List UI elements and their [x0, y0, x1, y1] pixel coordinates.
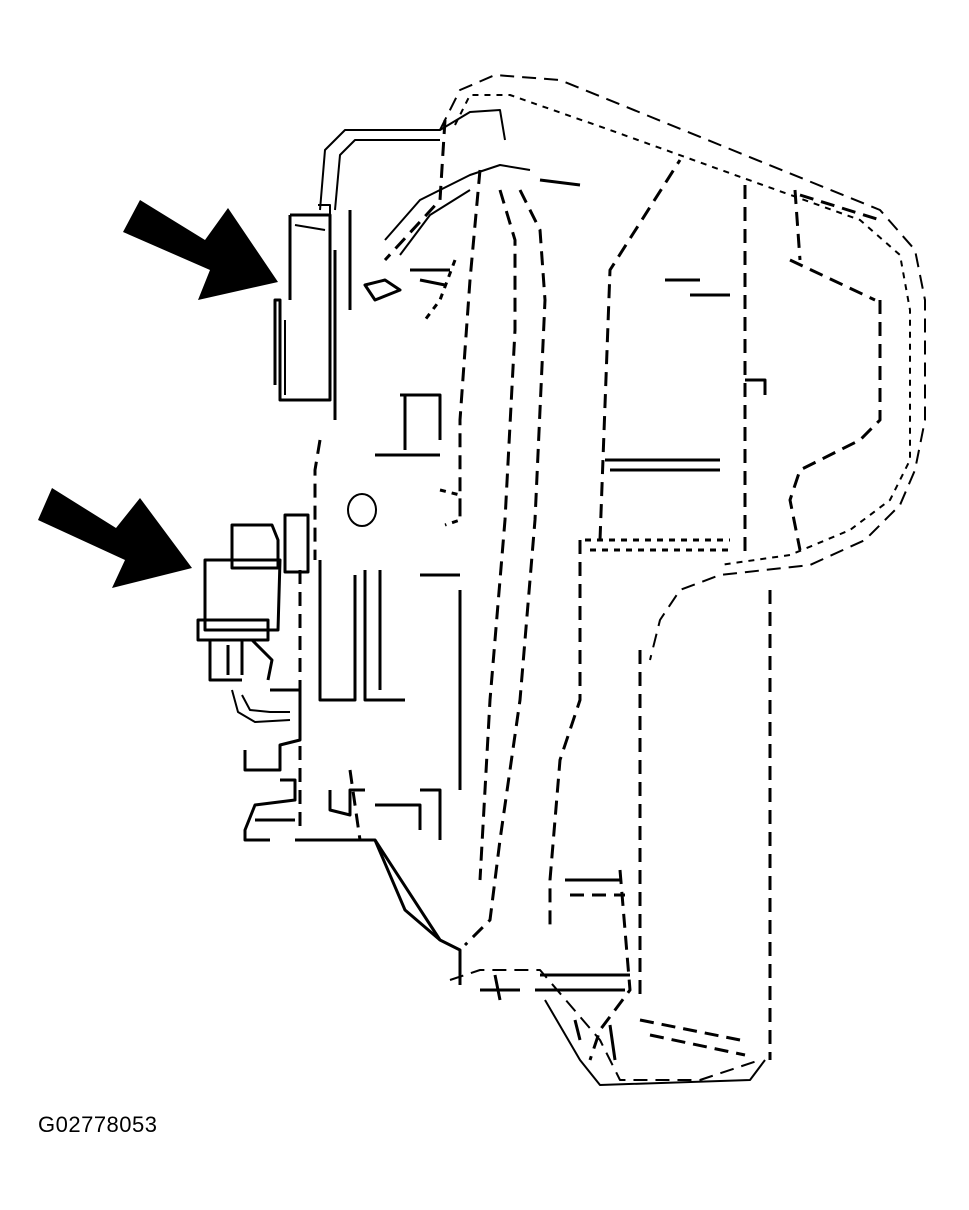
- lower-arrow-icon: [38, 488, 192, 588]
- lock-housing-outline: [196, 74, 926, 1086]
- upper-arrow-icon: [123, 200, 278, 300]
- figure-id-label: G02778053: [38, 1112, 158, 1137]
